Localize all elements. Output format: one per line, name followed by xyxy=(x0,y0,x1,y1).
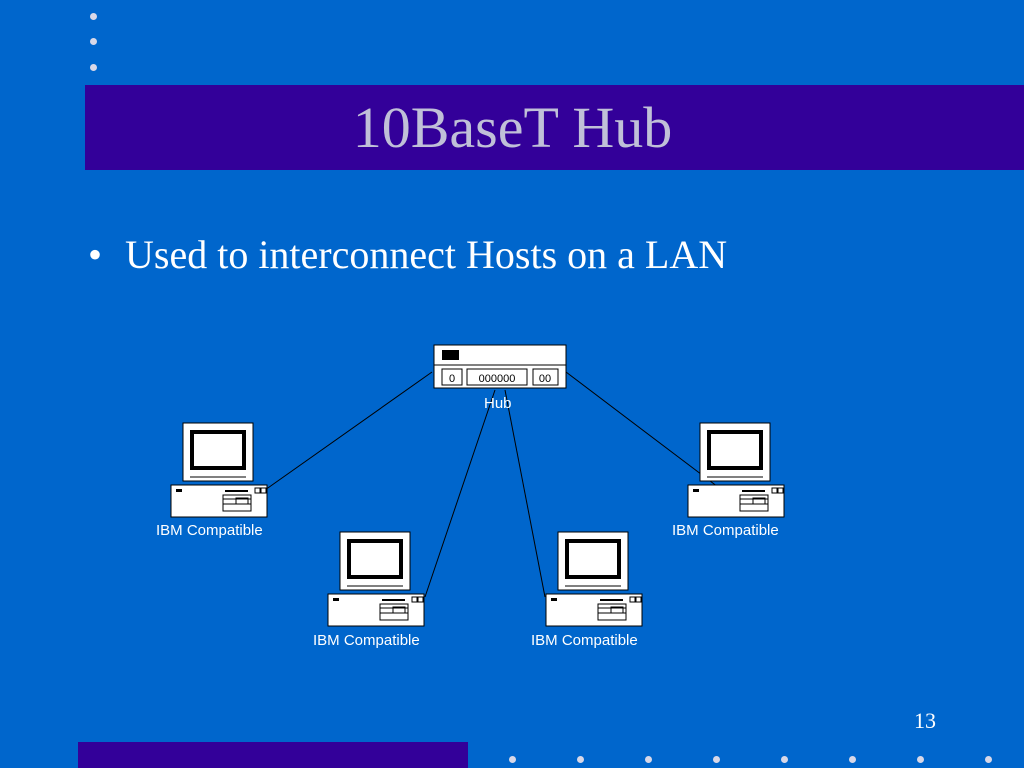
connection-line xyxy=(264,371,433,491)
connection-line xyxy=(504,389,546,598)
connection-line xyxy=(565,371,723,491)
hub-port-right: 00 xyxy=(539,373,551,385)
hub-label: Hub xyxy=(484,395,512,412)
desktop-computer-icon xyxy=(170,422,268,518)
computer-label: IBM Compatible xyxy=(313,632,420,649)
hub-port-left: 0 xyxy=(449,373,455,385)
computer-label: IBM Compatible xyxy=(531,632,638,649)
computer-label: IBM Compatible xyxy=(672,522,779,539)
connection-line xyxy=(424,389,496,598)
desktop-computer-icon xyxy=(545,531,643,627)
connections xyxy=(264,371,723,598)
footer-bar xyxy=(78,742,468,768)
computer-label: IBM Compatible xyxy=(156,522,263,539)
slide-title: 10BaseT Hub xyxy=(352,95,673,160)
page-number: 13 xyxy=(914,708,936,733)
bullet-text: Used to interconnect Hosts on a LAN xyxy=(125,232,728,277)
title-bar xyxy=(85,85,1024,170)
desktop-computer-icon xyxy=(687,422,785,518)
hub-port-middle: 000000 xyxy=(479,373,516,385)
bullet-icon: • xyxy=(88,232,103,277)
hub-icon: 0 000000 00 xyxy=(433,344,567,389)
desktop-computer-icon xyxy=(327,531,425,627)
bullet-item: • Used to interconnect Hosts on a LAN xyxy=(88,230,727,280)
